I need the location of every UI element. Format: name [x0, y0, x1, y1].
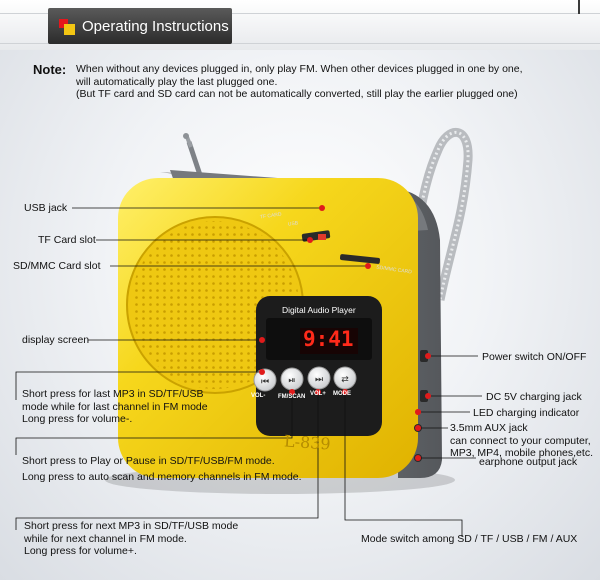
button-label: VOL+ [310, 391, 326, 397]
squares-icon [59, 19, 75, 35]
page-title: Operating Instructions [82, 18, 229, 35]
antenna [186, 141, 204, 179]
svg-text:⏭: ⏭ [315, 375, 323, 385]
note-label: Note: [33, 62, 67, 77]
note-text: When without any devices plugged in, onl… [76, 63, 576, 101]
note-line: (But TF card and SD card can not be auto… [76, 88, 518, 100]
control-panel [256, 296, 382, 436]
header-rule-top [0, 13, 600, 14]
callout-usb-jack: USB jack [24, 202, 68, 214]
usb-port-label: USB [287, 220, 299, 228]
callout-display: display screen [22, 334, 90, 346]
header-bar: Operating Instructions [0, 0, 600, 50]
callout-aux: 3.5mm AUX jack can connect to your compu… [450, 422, 593, 459]
callout-power: Power switch ON/OFF [482, 351, 587, 363]
button-label: VOL- [251, 393, 266, 399]
display-digits: 9:41 [303, 327, 354, 351]
callout-mode: Mode switch among SD / TF / USB / FM / A… [361, 533, 578, 545]
callout-prev: Short press for last MP3 in SD/TF/USB mo… [22, 388, 208, 425]
svg-text:⇄: ⇄ [341, 375, 349, 385]
header-tick [578, 0, 580, 14]
callout-led: LED charging indicator [473, 407, 580, 419]
svg-text:⏯: ⏯ [288, 376, 295, 386]
sd-slot [339, 254, 381, 264]
callout-earphone: earphone output jack [479, 456, 578, 468]
svg-text:⏮: ⏮ [261, 377, 269, 387]
header-rule-bottom [0, 43, 600, 44]
note-line: will automatically play the last plugged… [76, 75, 278, 88]
model-label: L-839 [283, 431, 332, 454]
dc-jack [420, 390, 428, 402]
prev-button [253, 368, 277, 392]
callout-tf-slot: TF Card slot [38, 234, 96, 246]
note-line: When without any devices plugged in, onl… [76, 63, 523, 75]
panel-label: Digital Audio Player [282, 305, 356, 315]
power-switch [420, 350, 428, 362]
button-label: FM/SCAN [278, 394, 306, 400]
callout-play: Short press to Play or Pause in SD/TF/US… [22, 455, 302, 483]
next-button [307, 366, 331, 390]
callout-sd-slot: SD/MMC Card slot [13, 260, 101, 272]
callout-next: Short press for next MP3 in SD/TF/USB mo… [24, 520, 239, 557]
callout-dc: DC 5V charging jack [486, 391, 582, 403]
section-tab: Operating Instructions [48, 8, 232, 44]
button-label: MODE [333, 391, 351, 397]
